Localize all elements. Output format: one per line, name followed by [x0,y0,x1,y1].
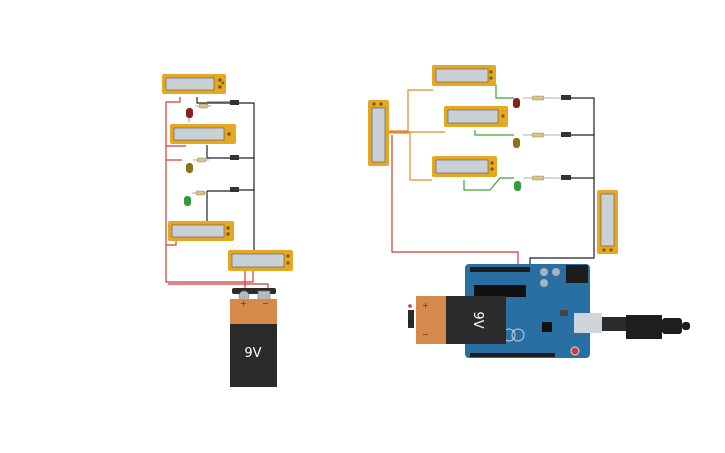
wire-orange-3 [389,132,432,181]
switch-a1 [230,100,239,105]
breadboard-b2 [444,106,508,127]
breadboard-a2 [170,124,236,144]
breadboard-b3 [432,156,497,177]
switch-a2 [230,155,239,160]
led-red-b [513,98,520,108]
wire-green-1 [487,84,514,99]
battery-a-label: 9V [244,346,261,361]
led-yellow-b [513,138,520,148]
wire-green-2 [474,130,514,136]
led-red-a [186,108,193,122]
resistor-b1 [523,95,562,101]
wire-red-low [168,283,269,289]
battery-a-plus: + [240,299,247,308]
battery-b-label: 9V [470,311,485,328]
circuit-a: + − 9V [162,74,293,387]
switch-b1 [561,95,571,100]
wire-black-bb2 [206,145,232,159]
resistor-b3 [523,175,562,181]
wire-black-bb3 [206,190,232,222]
wire-red-mid3 [166,240,177,246]
switch-b3 [561,175,571,180]
resistor-a1 [195,103,211,109]
breadboard-a1 [162,74,226,94]
resistor-a2 [193,157,209,163]
switch-a3 [230,187,239,192]
breadboard-b-right [597,190,618,254]
led-yellow-a [186,163,193,173]
wire-green-3 [463,177,514,191]
wire-red-rail [165,97,254,283]
wire-black-bb1 [196,97,230,104]
wire-black-rail [238,102,262,266]
breadboard-a3 [168,221,234,241]
led-green-b [514,181,521,191]
breadboard-a4 [228,250,293,271]
battery-9v-a: + − 9V [230,288,277,387]
wire-black-led3 [237,157,254,191]
breadboard-b1 [432,65,496,86]
circuit-b: + − 9V [368,65,690,358]
battery-b-plus: + [422,301,429,310]
battery-b-minus: − [422,330,429,339]
wire-red-b [391,135,519,266]
battery-a-minus: − [262,299,269,308]
led-green-a [184,196,191,206]
resistor-b2 [523,132,562,138]
breadboard-b-left [368,100,389,166]
resistor-a3 [192,190,208,196]
battery-9v-b: + − 9V [408,296,506,344]
wire-black-1 [529,97,595,266]
usb-cable [602,315,690,339]
switch-b2 [561,132,571,137]
wire-orange-1 [389,89,433,132]
